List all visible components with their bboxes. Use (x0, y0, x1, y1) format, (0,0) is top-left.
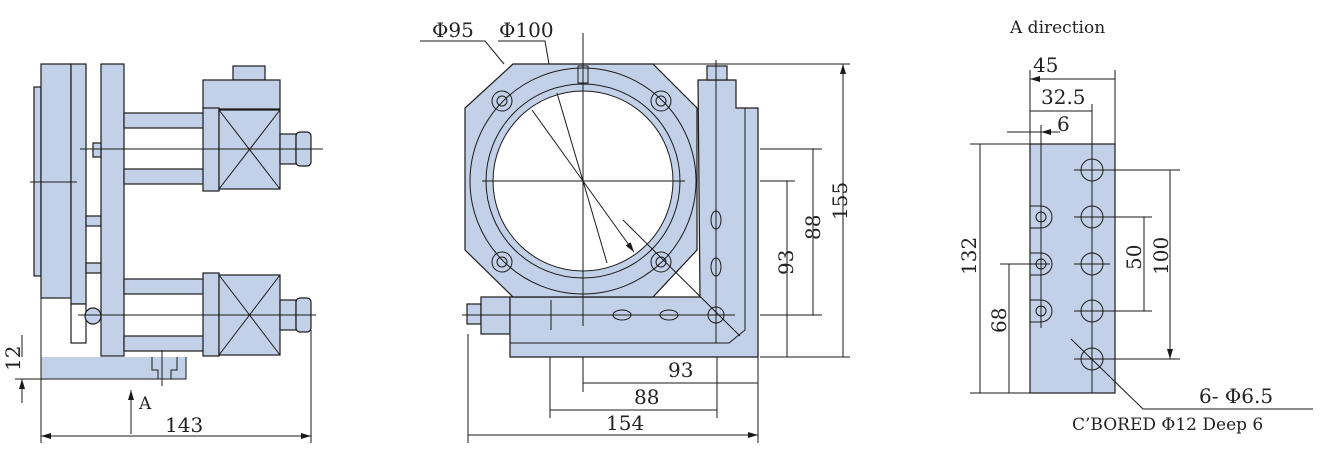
actuator-upper (202, 65, 312, 192)
dim-50-label: 50 (1122, 245, 1146, 270)
a-direction-view: A direction 45 32.5 6 132 68 50 100 6- Φ… (957, 18, 1313, 435)
dim-155-label: 155 (828, 182, 852, 220)
dim-93-horizontal-label: 93 (668, 358, 693, 382)
dim-12-label: 12 (1, 346, 25, 371)
dim-132-label: 132 (957, 237, 981, 275)
outer-diameter-label: Φ100 (499, 18, 554, 42)
a-direction-title: A direction (1009, 18, 1105, 38)
counterbore-spec-label: C’BORED Φ12 Deep 6 (1072, 415, 1263, 435)
dim-45-label: 45 (1033, 53, 1058, 77)
front-view: Φ95 Φ100 155 88 93 93 88 154 (420, 18, 852, 443)
dim-6-label: 6 (1057, 112, 1070, 136)
dim-88-horizontal-label: 88 (634, 385, 659, 409)
inner-diameter-label: Φ95 (432, 18, 474, 42)
dim-143-label: 143 (165, 413, 203, 437)
dim-100-label: 100 (1149, 237, 1173, 275)
view-arrow-label: A (138, 394, 152, 414)
dim-88-vertical-label: 88 (801, 215, 825, 240)
dim-32-5-label: 32.5 (1041, 85, 1086, 109)
dim-154-label: 154 (606, 411, 644, 435)
dim-93-vertical-label: 93 (774, 250, 798, 275)
side-view: 12 A 143 (1, 63, 323, 443)
hole-spec-label: 6- Φ6.5 (1199, 384, 1273, 408)
dim-68-label: 68 (987, 308, 1011, 333)
